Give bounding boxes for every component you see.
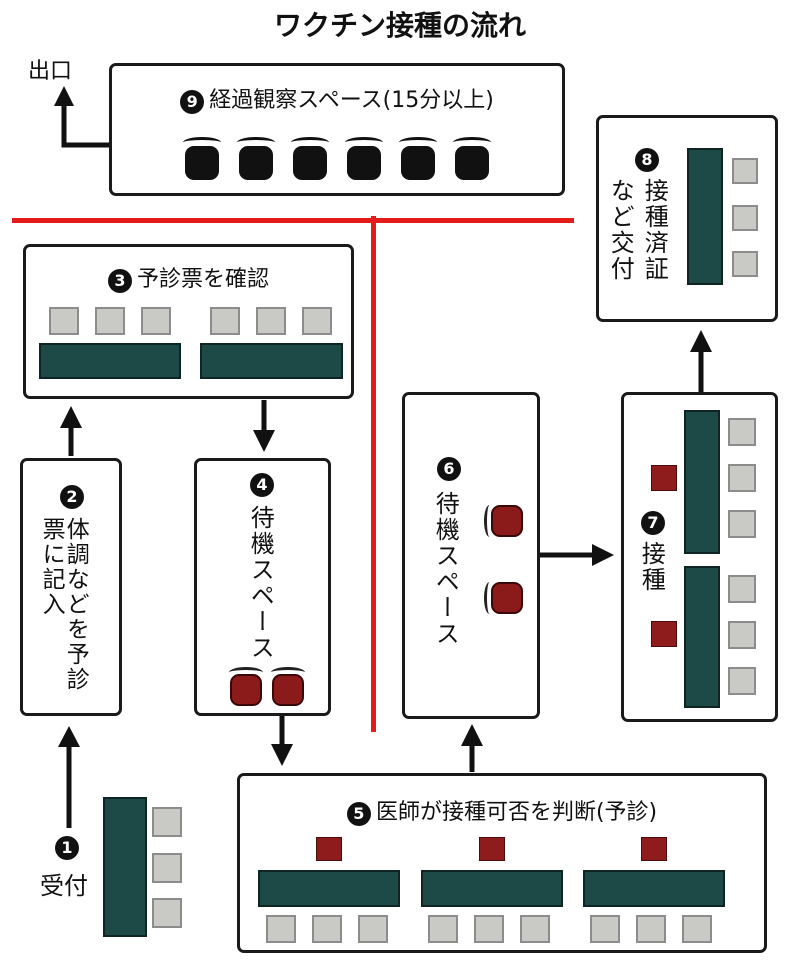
step-2-number: 2 xyxy=(60,485,84,509)
step-6-seat xyxy=(484,505,523,537)
step-6-seat xyxy=(484,582,523,614)
step-8-chair xyxy=(732,251,758,277)
step-7-desk xyxy=(684,410,720,554)
step-9-header: 9 経過観察スペース(15分以上) xyxy=(112,82,562,114)
step-3-chair xyxy=(210,307,240,335)
step-9-observation-box: 9 経過観察スペース(15分以上) xyxy=(109,63,565,196)
step-6-waiting-box: 6 待機スペース xyxy=(402,392,540,719)
step-8-number: 8 xyxy=(635,148,659,172)
step-5-chair xyxy=(312,915,342,943)
step-3-chair xyxy=(256,307,286,335)
step-5-doctor-seat xyxy=(641,837,667,861)
step-5-chair xyxy=(682,915,712,943)
reception-chair xyxy=(152,853,182,883)
step-5-doctor-seat xyxy=(479,837,505,861)
arrowhead-exit xyxy=(54,86,74,106)
step-8-label-line1: 接種済証 xyxy=(640,178,669,282)
observation-seat xyxy=(291,137,329,180)
step-3-desk xyxy=(200,343,343,379)
step-4-label: 待機スペース xyxy=(246,505,275,661)
reception-chair xyxy=(152,898,182,928)
step-5-chair xyxy=(266,915,296,943)
step-5-chair xyxy=(520,915,550,943)
observation-seat xyxy=(237,137,275,180)
step-3-desk xyxy=(39,343,181,379)
step-5-chair xyxy=(590,915,620,943)
step-8-chair xyxy=(732,205,758,231)
step-4-seat xyxy=(271,667,305,706)
step-3-chair xyxy=(49,307,79,335)
step-8-chair xyxy=(732,158,758,184)
step-5-chair xyxy=(428,915,458,943)
exit-label: 出口 xyxy=(28,59,73,84)
step-1-number: 1 xyxy=(55,836,79,860)
step-7-chair xyxy=(728,667,756,695)
reception-chair xyxy=(152,807,182,837)
step-7-doctor-seat xyxy=(651,465,677,491)
observation-seat xyxy=(453,137,491,180)
step-5-chair xyxy=(358,915,388,943)
step-4-seat xyxy=(229,667,263,706)
step-7-doctor-seat xyxy=(651,621,677,647)
step-8-desk xyxy=(687,148,723,285)
divider-vertical xyxy=(371,216,376,732)
step-5-chair xyxy=(636,915,666,943)
arrowhead-1-to-2 xyxy=(58,726,80,747)
arrowhead-2-to-3 xyxy=(60,406,82,428)
step-3-label: 予診票を確認 xyxy=(137,267,270,292)
step-7-vaccination-box: 7 接種 xyxy=(621,392,778,722)
observation-seat xyxy=(399,137,437,180)
step-3-chair xyxy=(141,307,171,335)
arrowhead-6-to-7 xyxy=(592,544,614,566)
step-7-label: 接種 xyxy=(637,541,666,593)
step-5-number: 5 xyxy=(346,802,371,826)
step-7-chair xyxy=(728,510,756,538)
step-9-label: 経過観察スペース(15分以上) xyxy=(209,88,494,113)
step-5-desk xyxy=(583,870,725,907)
step-8-label-line2: など交付 xyxy=(606,178,635,282)
step-9-number: 9 xyxy=(180,90,205,114)
step-7-chair xyxy=(728,621,756,649)
step-7-chair xyxy=(728,575,756,603)
step-5-chair xyxy=(474,915,504,943)
arrowhead-5-to-6 xyxy=(461,724,483,746)
divider-horizontal xyxy=(12,218,574,223)
observation-seat xyxy=(183,137,221,180)
observation-seat xyxy=(345,137,383,180)
arrow-to-exit xyxy=(61,103,109,148)
step-3-check-box: 3 予診票を確認 xyxy=(23,244,354,399)
step-7-chair xyxy=(728,464,756,492)
step-6-number: 6 xyxy=(437,457,461,481)
step-1-label: 受付 xyxy=(40,872,88,900)
reception-desk xyxy=(103,797,147,937)
arrowhead-7-to-8 xyxy=(690,330,712,352)
step-7-number: 7 xyxy=(641,511,665,535)
step-3-chair xyxy=(95,307,125,335)
step-5-desk xyxy=(258,870,400,907)
step-3-number: 3 xyxy=(107,269,132,293)
arrowhead-3-to-4 xyxy=(253,430,275,452)
step-4-number: 4 xyxy=(250,473,274,497)
step-7-chair xyxy=(728,418,756,446)
arrowhead-4-to-5 xyxy=(271,744,293,766)
step-7-desk xyxy=(684,566,720,708)
step-2-label: 体調などを予診票に記入 xyxy=(38,517,89,692)
step-6-label: 待機スペース xyxy=(431,491,460,647)
diagram-title: ワクチン接種の流れ xyxy=(273,9,526,42)
step-3-header: 3 予診票を確認 xyxy=(26,261,351,293)
step-2-fill-form-box: 2 体調などを予診票に記入 xyxy=(20,458,122,716)
step-4-waiting-box: 4 待機スペース xyxy=(194,458,331,716)
step-5-doctor-seat xyxy=(316,837,342,861)
step-5-label: 医師が接種可否を判断(予診) xyxy=(375,800,658,825)
step-5-doctor-box: 5 医師が接種可否を判断(予診) xyxy=(237,773,767,953)
step-5-desk xyxy=(421,870,563,907)
step-8-certificate-box: 8 接種済証 など交付 xyxy=(596,115,778,322)
step-3-chair xyxy=(302,307,332,335)
step-5-header: 5 医師が接種可否を判断(予診) xyxy=(240,794,764,826)
